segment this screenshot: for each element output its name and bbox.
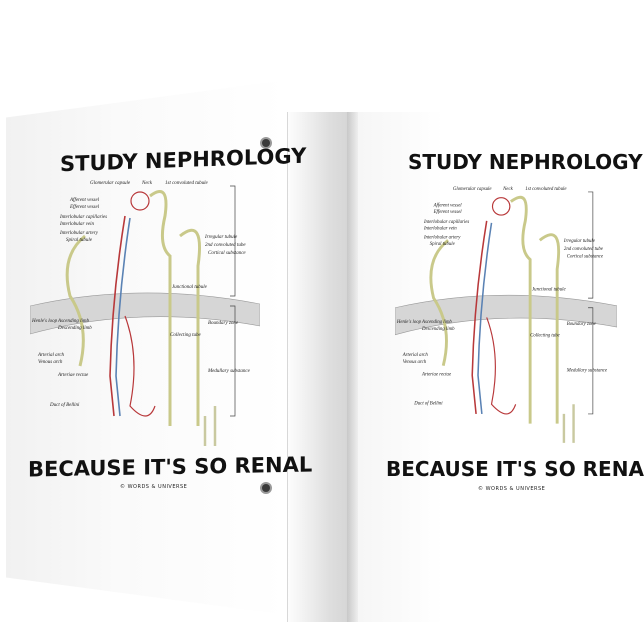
nephron-diagram-left: Glomerular capsule Neck 1st convoluted t… [30, 181, 260, 446]
tubule-main [149, 190, 172, 426]
right-title-bottom: BECAUSE IT'S SO RENAL [386, 457, 644, 481]
diagram-label: Cortical substance [567, 255, 604, 260]
glomerulus [491, 197, 511, 216]
diagram-label: Duct of Bellini [413, 401, 443, 406]
diagram-label: Collecting tube [530, 334, 560, 339]
vein-vessel [477, 222, 493, 415]
tubule-left [429, 239, 450, 367]
diagram-label: Medullary substance [207, 369, 251, 374]
diagram-label: 1st convoluted tubule [525, 187, 567, 192]
diagram-label: Interlobular vein [59, 222, 95, 227]
diagram-label: Arteriae rectae [421, 372, 452, 377]
bracket-right [230, 185, 236, 417]
diagram-label: Descending limb [421, 327, 455, 332]
diagram-label: Neck [502, 187, 513, 192]
glomerulus [130, 191, 150, 211]
diagram-label: Cortical substance [208, 251, 246, 256]
diagram-label: Venous arch [403, 360, 427, 365]
rivet-top [262, 139, 270, 147]
diagram-label: Descending limb [57, 326, 92, 331]
binder-spine [287, 112, 348, 622]
diagram-label: Glomerular capsule [90, 181, 131, 186]
tubule-loop [179, 228, 202, 426]
diagram-label: Afferent vessel [69, 198, 100, 203]
diagram-label: Henle's loop [31, 319, 58, 324]
diagram-label: Irregular tubule [204, 235, 238, 240]
diagram-label: Arteriae rectae [57, 373, 89, 378]
binder-front-cover [6, 80, 287, 615]
diagram-label: 1st convoluted tubule [165, 181, 209, 186]
artery-vessel [109, 215, 126, 417]
left-title-bottom: BECAUSE IT'S SO RENAL [28, 452, 313, 482]
diagram-label: Glomerular capsule [453, 187, 492, 192]
diagram-label: Ascending limb [421, 320, 452, 325]
diagram-label: Neck [141, 181, 153, 186]
diagram-label: Boundary zone [208, 321, 239, 326]
left-credit: © WORDS & UNIVERSE [120, 484, 188, 490]
collecting-duct [203, 406, 217, 446]
right-credit: © WORDS & UNIVERSE [478, 486, 546, 492]
diagram-label: Medullary substance [566, 368, 608, 373]
diagram-label: Irregular tubule [563, 239, 596, 244]
binder-back-cover [358, 112, 644, 622]
henle-loop [124, 315, 156, 417]
diagram-label: Junctional tubule [172, 285, 208, 290]
diagram-label: Arterial arch [402, 353, 429, 358]
diagram-band [30, 292, 260, 335]
diagram-label: Interlobular artery [423, 235, 461, 240]
diagram-label: Interlobular capillaries [423, 220, 469, 225]
tubule-main [509, 195, 532, 424]
diagram-label: Efferent vessel [433, 210, 463, 215]
right-title-top: STUDY NEPHROLOGY [408, 150, 643, 174]
nephron-diagram-right: Glomerular capsule Neck 1st convoluted t… [395, 187, 617, 443]
diagram-label: Efferent vessel [69, 205, 100, 210]
diagram-label: 2nd convoluted tube [564, 247, 604, 252]
diagram-label: Duct of Bellini [49, 403, 80, 408]
diagram-label: Interlobular vein [423, 227, 457, 232]
collecting-duct [562, 404, 575, 443]
henle-loop [486, 317, 517, 415]
diagram-band [395, 294, 617, 336]
artery-vessel [471, 220, 488, 415]
diagram-label: Spiral tubule [430, 242, 456, 247]
diagram-label: Junctional tubule [532, 287, 566, 292]
diagram-label: Afferent vessel [433, 203, 463, 208]
diagram-label: Interlobular artery [59, 231, 99, 236]
diagram-label: 2nd convoluted tube [205, 243, 246, 248]
diagram-label: Venous arch [38, 360, 63, 365]
rivet-bottom [262, 484, 270, 492]
diagram-label: Boundary zone [567, 322, 597, 327]
tubule-left [65, 234, 86, 367]
diagram-label: Spiral tubule [66, 238, 93, 243]
vein-vessel [115, 217, 131, 417]
diagram-label: Ascending limb [57, 319, 89, 324]
tubule-loop [538, 233, 561, 424]
diagram-label: Arterial arch [37, 353, 65, 358]
spine-hinge [347, 112, 359, 622]
diagram-label: Henle's loop [396, 320, 422, 325]
diagram-label: Collecting tube [170, 333, 201, 338]
bracket-right [588, 191, 594, 415]
diagram-label: Interlobular capillaries [59, 215, 107, 220]
